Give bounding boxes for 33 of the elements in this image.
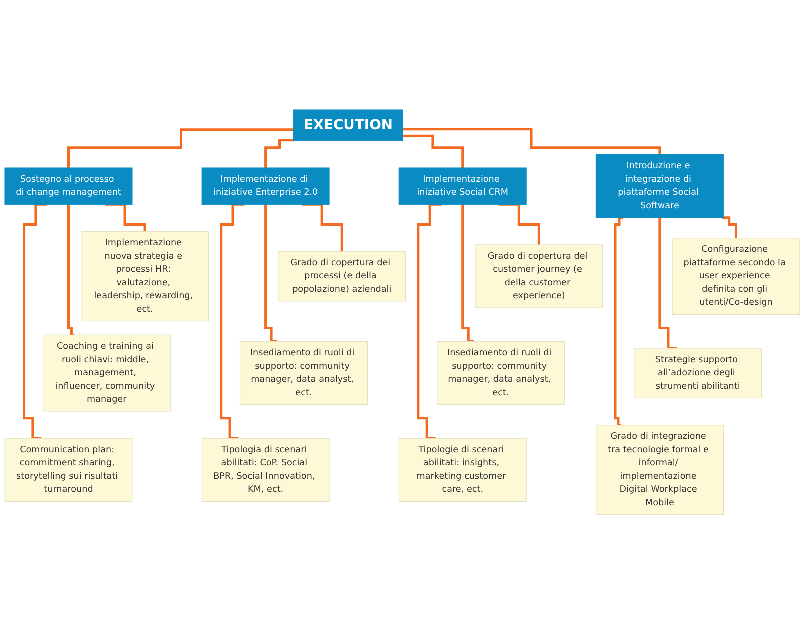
node-box: Grado di integrazione tra tecnologie formal e informal/ implementazione Digital Workplace Mobile bbox=[596, 425, 724, 516]
node-box: Tipologie di scenari abilitati: insights, marketing customer care, ect. bbox=[398, 438, 527, 502]
connector bbox=[23, 203, 48, 440]
node-box: Sostegno al processo di change management bbox=[4, 168, 133, 205]
connector bbox=[658, 216, 677, 350]
connector bbox=[302, 203, 344, 253]
node-box: Tipologia di scenari abilitati: CoP. Social BPR, Social Innovation, KM, ect. bbox=[202, 438, 330, 502]
connector bbox=[220, 203, 245, 440]
node-box: Implementazione iniziative Social CRM bbox=[398, 168, 527, 205]
node-box: Configurazione piattaforme secondo la user experience definita con gli utenti/Co-design bbox=[672, 238, 800, 316]
connector bbox=[67, 203, 75, 336]
connector bbox=[403, 134, 464, 170]
connector bbox=[264, 203, 278, 344]
connector bbox=[67, 128, 294, 170]
node-box: Implementazione di iniziative Enterprise 2.0 bbox=[202, 168, 330, 205]
connector bbox=[403, 128, 662, 156]
connector bbox=[499, 203, 540, 246]
connector bbox=[417, 203, 442, 440]
node-box: Insediamento di ruoli di supporto: community manager, data analyst, ect. bbox=[437, 342, 566, 406]
node-box: Implementazione nuova strategia e processi HR: valutazione, leadership, rewarding, ect. bbox=[81, 231, 210, 322]
node-box: Coaching e training ai ruoli chiavi: middle, management, influencer, community manager bbox=[42, 334, 171, 412]
node-box: Grado di copertura del customer journey (e della customer experience) bbox=[475, 244, 604, 308]
connector bbox=[722, 216, 738, 240]
connector bbox=[264, 139, 294, 170]
node-box: Grado di copertura dei processi (e della popolazione) aziendali bbox=[278, 251, 406, 302]
node-box: Introduzione e integrazione di piattaforme Social Software bbox=[596, 154, 724, 218]
node-box: EXECUTION bbox=[293, 110, 404, 142]
node-box: Communication plan: commitment sharing, storytelling sui risultati turnaround bbox=[4, 438, 133, 502]
connector bbox=[105, 203, 146, 234]
connector bbox=[462, 203, 474, 344]
node-box: Insediamento di ruoli di supporto: community manager, data analyst, ect. bbox=[240, 342, 368, 406]
connector bbox=[614, 216, 624, 427]
node-box: Strategie supporto all’adozione degli strumenti abilitanti bbox=[634, 348, 762, 399]
